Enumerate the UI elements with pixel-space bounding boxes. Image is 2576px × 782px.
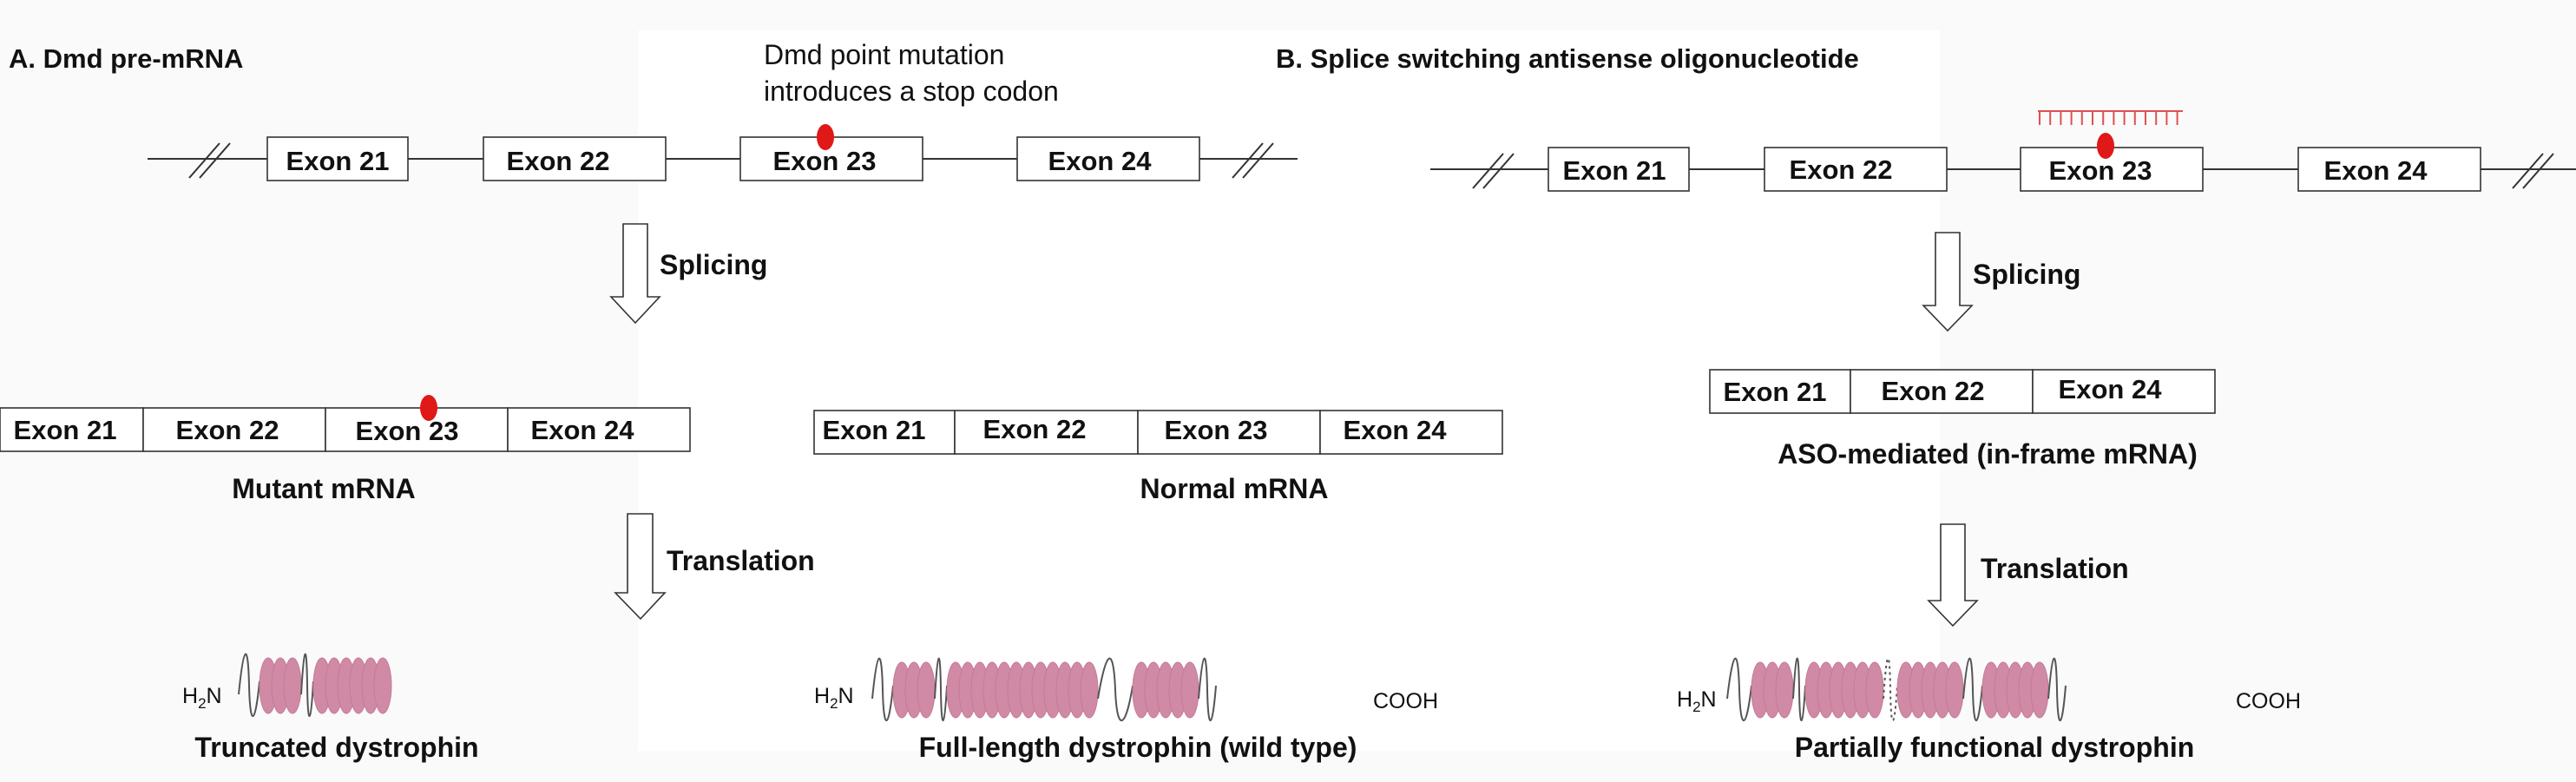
mutation-note-line2: introduces a stop codon	[764, 76, 1059, 107]
full-nterm-label: H2N	[814, 684, 854, 712]
mutant-exon-22-label: Exon 22	[176, 415, 279, 445]
aso-exon-21-label: Exon 21	[1724, 377, 1827, 407]
mutant-mrna-caption: Mutant mRNA	[232, 473, 416, 504]
protein-linker	[2047, 657, 2067, 722]
panel-a-translation-arrow: Translation	[614, 513, 815, 621]
protein-linker	[1198, 657, 1217, 722]
protein-linker	[238, 653, 260, 718]
protein-linker	[1792, 657, 1806, 722]
normal-mrna: Exon 21 Exon 22 Exon 23 Exon 24	[813, 410, 1503, 455]
break-mark-left	[188, 142, 220, 179]
mutant-mrna: Exon 21 Exon 22 Exon 23 Exon 24	[0, 395, 691, 452]
partial-cterm-label: COOH	[2236, 689, 2301, 713]
protein-linker	[1726, 657, 1752, 722]
mutation-note-line1: Dmd point mutation	[764, 39, 1004, 70]
mutant-exon-23-label: Exon 23	[356, 416, 459, 446]
helix-repeat	[1080, 661, 1099, 719]
protein-linker	[1097, 657, 1134, 722]
partial-nterm-label: H2N	[1677, 687, 1717, 715]
normal-exon-22-label: Exon 22	[983, 414, 1087, 444]
premrna-b-exon-24-label: Exon 24	[2324, 155, 2428, 186]
normal-exon-23-label: Exon 23	[1165, 415, 1268, 445]
partial-dystrophin-caption: Partially functional dystrophin	[1795, 732, 2195, 763]
break-mark-left	[1472, 153, 1504, 189]
truncated-dystrophin-protein	[238, 653, 392, 718]
break-mark-right	[2512, 153, 2544, 189]
arrow-down-icon	[614, 513, 667, 621]
premrna-b-exon-21-label: Exon 21	[1563, 155, 1666, 186]
mutation-dot	[817, 124, 834, 150]
premrna-a-exon-22-label: Exon 22	[507, 146, 610, 176]
premrna-b-exon-22-label: Exon 22	[1790, 154, 1893, 185]
helix-repeat	[1865, 661, 1884, 719]
aso-mrna: Exon 21 Exon 22 Exon 24	[1709, 369, 2216, 414]
full-length-dystrophin-caption: Full-length dystrophin (wild type)	[919, 732, 1357, 763]
mutant-mutation-dot	[420, 395, 437, 421]
helix-repeat	[283, 657, 302, 714]
panel-b-premrna: Exon 21 Exon 22 Exon 23 Exon 24	[1430, 110, 2576, 192]
protein-linker	[1883, 657, 1898, 722]
truncated-nterm-label: H2N	[182, 684, 222, 712]
protein-linker	[300, 653, 314, 718]
panel-b-title: B. Splice switching antisense oligonucle…	[1276, 43, 1859, 74]
mutant-exon-21-label: Exon 21	[14, 415, 117, 445]
panel-b-splicing-label: Splicing	[1973, 259, 2080, 290]
panel-a-translation-label: Translation	[667, 545, 815, 576]
panel-a-title: A. Dmd pre-mRNA	[9, 43, 243, 74]
premrna-a-exon-22	[483, 136, 667, 181]
panel-b-translation-label: Translation	[1981, 553, 2129, 584]
helix-repeat	[2030, 661, 2049, 719]
aso-mrna-caption: ASO-mediated (in-frame mRNA)	[1778, 438, 2198, 470]
panel-a-splicing-label: Splicing	[660, 249, 767, 280]
truncated-dystrophin-caption: Truncated dystrophin	[194, 732, 478, 763]
protein-linker	[871, 657, 894, 722]
arrow-down-icon	[1927, 523, 1979, 628]
helix-repeat	[917, 661, 936, 719]
helix-repeat	[1945, 661, 1964, 719]
full-length-dystrophin-protein	[871, 657, 1217, 722]
premrna-a-exon-24	[1016, 136, 1200, 181]
premrna-a-exon-21-label: Exon 21	[286, 146, 390, 176]
arrow-down-icon	[609, 223, 661, 325]
helix-repeat	[373, 657, 392, 714]
arrow-down-icon	[1922, 232, 1974, 332]
premrna-a-exon-24-label: Exon 24	[1048, 146, 1153, 176]
panel-a-premrna: Exon 21 Exon 22 Exon 23 Exon 24	[148, 124, 1298, 181]
premrna-b-exon-23-label: Exon 23	[2049, 155, 2152, 186]
premrna-a-exon-21	[266, 136, 409, 181]
mutation-dot	[2097, 133, 2114, 159]
mutant-exon-24-label: Exon 24	[531, 415, 635, 445]
antisense-oligonucleotide	[2038, 110, 2183, 125]
panel-a-splicing-arrow: Splicing	[609, 223, 767, 325]
normal-exon-24-label: Exon 24	[1344, 415, 1448, 445]
protein-linker	[934, 657, 948, 722]
helix-repeat	[1180, 661, 1199, 719]
panel-b-splicing-arrow: Splicing	[1922, 232, 2080, 332]
full-cterm-label: COOH	[1373, 689, 1438, 713]
normal-exon-21-label: Exon 21	[823, 415, 926, 445]
aso-exon-24-label: Exon 24	[2059, 374, 2163, 404]
aso-exon-22-label: Exon 22	[1882, 376, 1985, 406]
normal-mrna-caption: Normal mRNA	[1140, 473, 1329, 504]
panel-b-translation-arrow: Translation	[1927, 523, 2129, 628]
protein-linker	[1962, 657, 1983, 722]
premrna-a-exon-23-label: Exon 23	[773, 146, 877, 176]
helix-repeat	[1775, 661, 1794, 719]
break-mark-right	[1232, 142, 1264, 179]
partially-functional-dystrophin-protein	[1726, 657, 2067, 722]
